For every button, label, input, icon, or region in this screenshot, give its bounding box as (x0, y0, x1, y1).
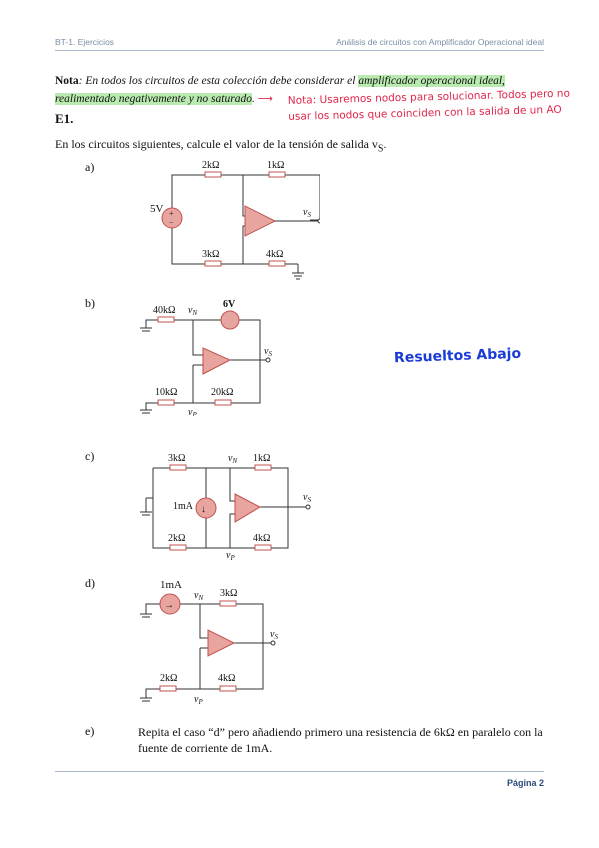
resistor-c-3k (169, 464, 187, 471)
resistor-b-10k (157, 399, 175, 406)
item-e-text: Repita el caso “d” pero añadiendo primer… (138, 725, 543, 755)
label-c-2k: 2kΩ (168, 533, 185, 544)
label-a-3k: 3kΩ (202, 249, 219, 260)
label-a-5v: 5V (150, 203, 164, 215)
item-a-label: a) (85, 160, 95, 174)
label-d-vp: vP (194, 694, 203, 706)
label-a-1k: 1kΩ (267, 160, 284, 171)
current-source-c (195, 497, 217, 519)
resistor-d-3k (219, 600, 237, 607)
resistor-c-1k (254, 464, 272, 471)
label-b-vs: vS (264, 346, 272, 358)
note-label: Nota (55, 75, 79, 87)
label-b-20k: 20kΩ (211, 387, 233, 398)
label-d-4k: 4kΩ (218, 673, 235, 684)
circuit-b: 40kΩ vN 6V 10kΩ 20kΩ vP vS (140, 299, 272, 416)
page-number: Página 2 (506, 778, 544, 788)
label-b-vp: vP (188, 407, 197, 416)
label-d-vs: vS (270, 629, 278, 641)
resistor-c-2k (169, 544, 187, 551)
label-b-10k: 10kΩ (155, 387, 177, 398)
footer-rule (55, 771, 544, 772)
handwritten-note: Nota: Usaremos nodos para solucionar. To… (287, 87, 571, 123)
resistor-b-40k (157, 316, 175, 323)
resistor-c-4k (254, 544, 272, 551)
label-c-4k: 4kΩ (253, 533, 270, 544)
label-d-3k: 3kΩ (220, 588, 237, 599)
note-paragraph: Nota: En todos los circuitos de esta col… (55, 72, 550, 108)
resistor-b-20k (214, 399, 232, 406)
label-b-40k: 40kΩ (153, 305, 175, 316)
svg-text:−: − (169, 218, 174, 227)
item-b-label: b) (85, 296, 95, 310)
opamp-b (202, 347, 232, 375)
resistor-d-4k (219, 685, 237, 692)
svg-text:+: + (169, 209, 174, 218)
arrow-icon: ⟶ (257, 93, 273, 105)
note-highlight-2: realimentado negativamente y no saturado (55, 93, 252, 105)
circuit-a: +− 2kΩ 1kΩ 3kΩ 4kΩ 5V vS (150, 160, 320, 280)
note-text: : En todos los circuitos de esta colecci… (78, 75, 359, 87)
opamp-a (244, 205, 277, 237)
label-c-1k: 1kΩ (253, 453, 270, 464)
label-c-3k: 3kΩ (168, 453, 185, 464)
header-left: BT-1. Ejercicios (55, 37, 115, 47)
item-d-label: d) (85, 576, 95, 590)
svg-text:→: → (164, 600, 174, 611)
resistor-d-2k (159, 685, 177, 692)
exercise-title: E1. (55, 111, 74, 126)
voltage-source-b (220, 310, 240, 330)
label-a-2k: 2kΩ (202, 160, 219, 171)
exercise-intro: En los circuitos siguientes, calcule el … (55, 137, 387, 155)
resistor-a-4k (268, 260, 286, 267)
label-c-vs: vS (303, 492, 311, 504)
note-end: . (251, 93, 255, 105)
current-source-d (159, 593, 181, 615)
resistor-a-2k (204, 171, 222, 178)
opamp-d (207, 629, 236, 657)
label-d-2k: 2kΩ (160, 673, 177, 684)
note-highlight-1: amplificador operacional ideal, (358, 75, 505, 87)
svg-text:↓: ↓ (201, 504, 206, 515)
label-a-4k: 4kΩ (266, 249, 283, 260)
item-c-label: c) (85, 449, 95, 463)
label-b-vn: vN (188, 305, 197, 317)
label-c-vn: vN (228, 453, 237, 465)
opamp-c (234, 493, 262, 523)
label-c-vp: vP (226, 550, 235, 562)
label-d-1ma: 1mA (160, 579, 182, 591)
label-d-vn: vN (194, 590, 203, 602)
resistor-a-3k (204, 260, 222, 267)
label-a-vs: vS (303, 207, 311, 219)
resueltos-note: Resueltos Abajo (393, 345, 522, 367)
resistor-a-1k (268, 171, 286, 178)
label-c-1ma: 1mA (173, 501, 194, 512)
header-right: Análisis de circuitos con Amplificador O… (336, 37, 544, 47)
circuit-d: → 1mA vN 3kΩ 2kΩ 4kΩ vP vS (140, 579, 278, 706)
label-b-6v: 6V (223, 299, 236, 310)
header-rule (55, 50, 544, 51)
voltage-source-a (161, 207, 183, 229)
circuit-c: ↓ 3kΩ vN 1kΩ 1mA 2kΩ 4kΩ vP vS (140, 453, 311, 562)
item-e-label: e) (85, 724, 95, 738)
